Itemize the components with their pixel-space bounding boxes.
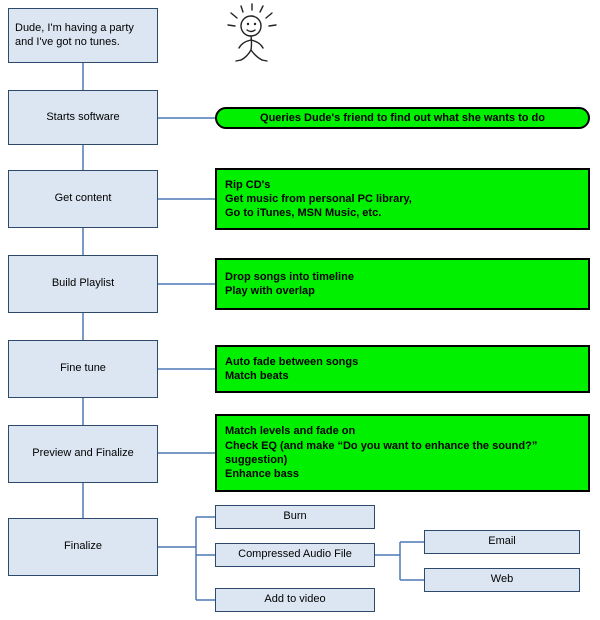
flow-step-preview-finalize: Preview and Finalize [8, 425, 158, 483]
note-text: Queries Dude's friend to find out what s… [260, 111, 545, 124]
flow-step-get-content: Get content [8, 170, 158, 228]
flow-step-starts-software: Starts software [8, 90, 158, 145]
flow-step-label: Preview and Finalize [32, 447, 134, 460]
flow-step-label: Get content [54, 192, 112, 205]
flow-step-fine-tune: Fine tune [8, 340, 158, 398]
output-label: Add to video [264, 593, 326, 606]
flow-step-build-playlist: Build Playlist [8, 255, 158, 313]
flow-step-label: Fine tune [60, 362, 106, 375]
output-label: Burn [283, 510, 307, 523]
flow-step-label: Starts software [46, 110, 120, 123]
flow-step-intro: Dude, I'm having a party and I've got no… [8, 8, 158, 63]
destination-label: Email [488, 535, 516, 548]
output-add-to-video: Add to video [215, 588, 375, 612]
output-burn: Burn [215, 505, 375, 529]
dancing-dude-icon [222, 3, 282, 65]
note-text: Drop songs into timeline Play with overl… [225, 270, 354, 297]
note-text: Auto fade between songs Match beats [225, 355, 359, 382]
flow-step-label: Build Playlist [51, 277, 115, 290]
flow-step-intro-label: Dude, I'm having a party and I've got no… [15, 21, 134, 48]
note-queries-friend: Queries Dude's friend to find out what s… [215, 107, 590, 129]
output-compressed-audio-file: Compressed Audio File [215, 543, 375, 567]
flow-step-label: Finalize [64, 540, 102, 553]
destination-label: Web [490, 573, 514, 586]
note-get-content: Rip CD's Get music from personal PC libr… [215, 168, 590, 230]
note-text: Rip CD's Get music from personal PC libr… [225, 178, 412, 220]
flow-step-finalize: Finalize [8, 518, 158, 576]
output-label: Compressed Audio File [238, 548, 352, 561]
destination-email: Email [424, 530, 580, 554]
note-fine-tune: Auto fade between songs Match beats [215, 345, 590, 393]
destination-web: Web [424, 568, 580, 592]
note-preview-finalize: Match levels and fade on Check EQ (and m… [215, 414, 590, 492]
note-text: Match levels and fade on Check EQ (and m… [225, 425, 538, 481]
note-build-playlist: Drop songs into timeline Play with overl… [215, 258, 590, 310]
